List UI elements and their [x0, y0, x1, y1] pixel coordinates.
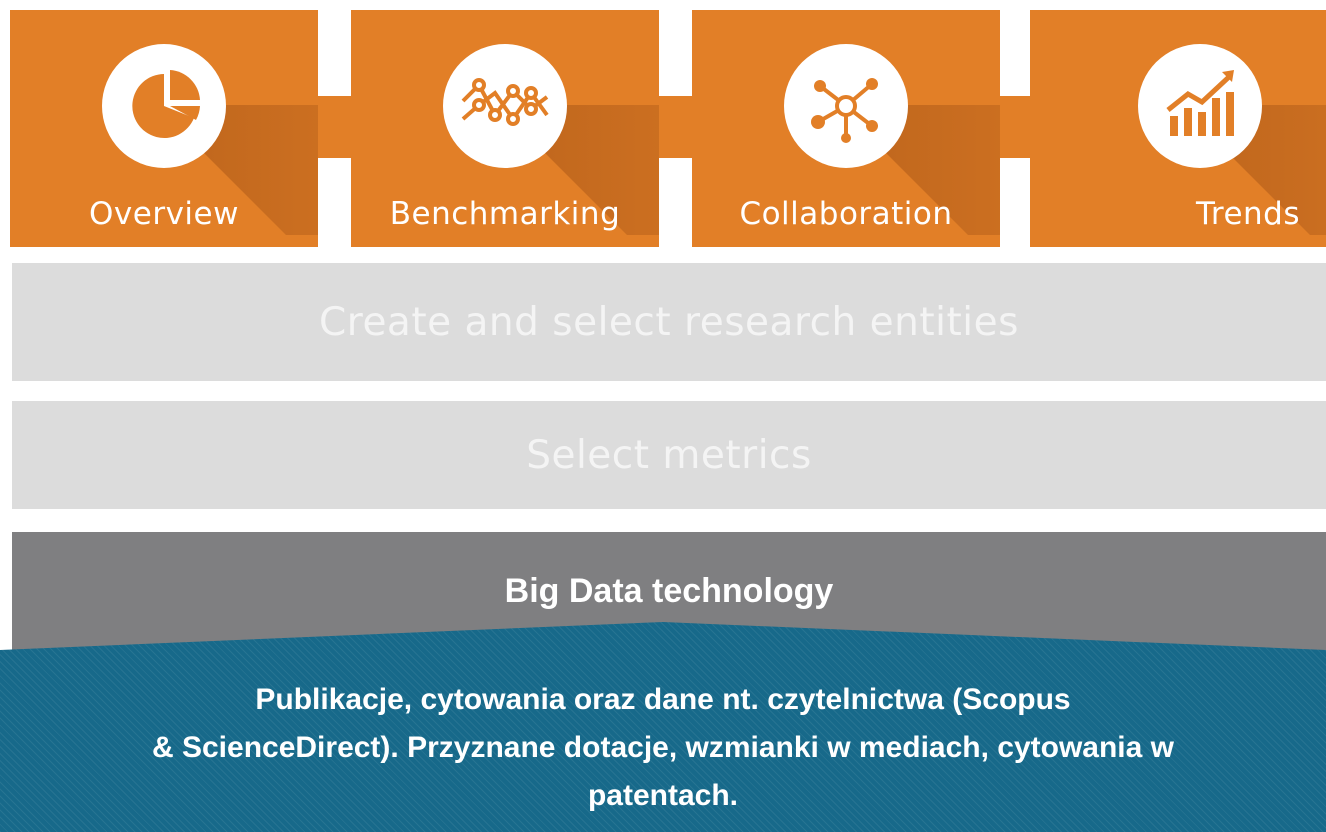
data-sources-line: & ScienceDirect). Przyznane dotacje, wzm…: [151, 731, 1174, 764]
tile-label: Collaboration: [739, 196, 953, 232]
data-sources-text: Publikacje, cytowania oraz dane nt. czyt…: [20, 676, 1306, 820]
data-sources-base: [0, 622, 1326, 832]
layer-research-entities: Create and select research entities: [12, 263, 1326, 381]
tile-overview: Overview: [10, 10, 318, 247]
tile-collaboration: Collaboration: [692, 10, 1000, 247]
trend-bar-chart-icon: [1138, 44, 1262, 168]
network-icon: [784, 44, 908, 168]
layer-metrics: Select metrics: [12, 401, 1326, 509]
data-sources-line: patentach.: [587, 779, 739, 812]
tile-trends: Trends: [1030, 10, 1326, 247]
tile-label: Overview: [89, 196, 239, 232]
tile-label: Trends: [1196, 196, 1300, 232]
tile-label: Benchmarking: [389, 196, 621, 232]
line-graph-icon: [443, 44, 567, 168]
data-sources-line: Publikacje, cytowania oraz dane nt. czyt…: [255, 683, 1071, 716]
tile-benchmarking: Benchmarking: [351, 10, 659, 247]
pie-chart-icon: [102, 44, 226, 168]
